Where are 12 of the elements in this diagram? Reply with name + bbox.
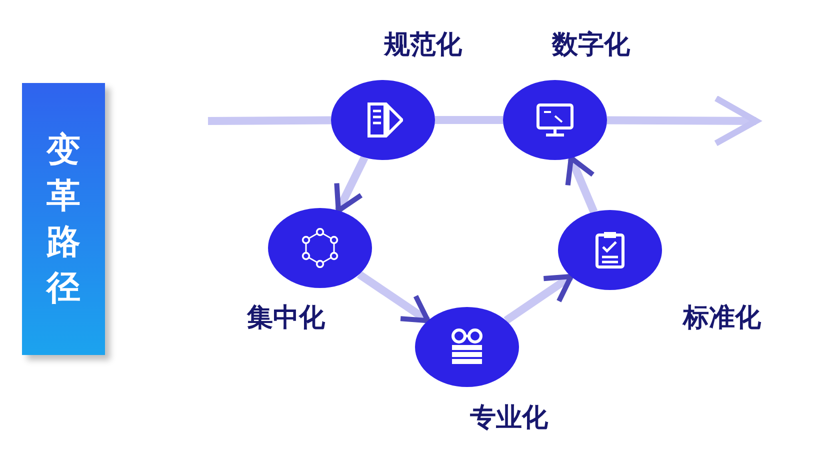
stage-label: 集中化 xyxy=(247,302,325,334)
line xyxy=(208,116,332,125)
stage-label: 规范化 xyxy=(384,29,462,61)
stage-label: 标准化 xyxy=(683,302,761,334)
stage-label: 数字化 xyxy=(552,29,630,61)
line xyxy=(606,95,760,146)
arrow xyxy=(565,155,598,214)
arrow xyxy=(334,156,368,214)
stage-label: 专业化 xyxy=(470,402,548,434)
title-banner: 变革路径 xyxy=(22,83,105,355)
arrow xyxy=(504,273,574,324)
arrow xyxy=(356,271,430,324)
